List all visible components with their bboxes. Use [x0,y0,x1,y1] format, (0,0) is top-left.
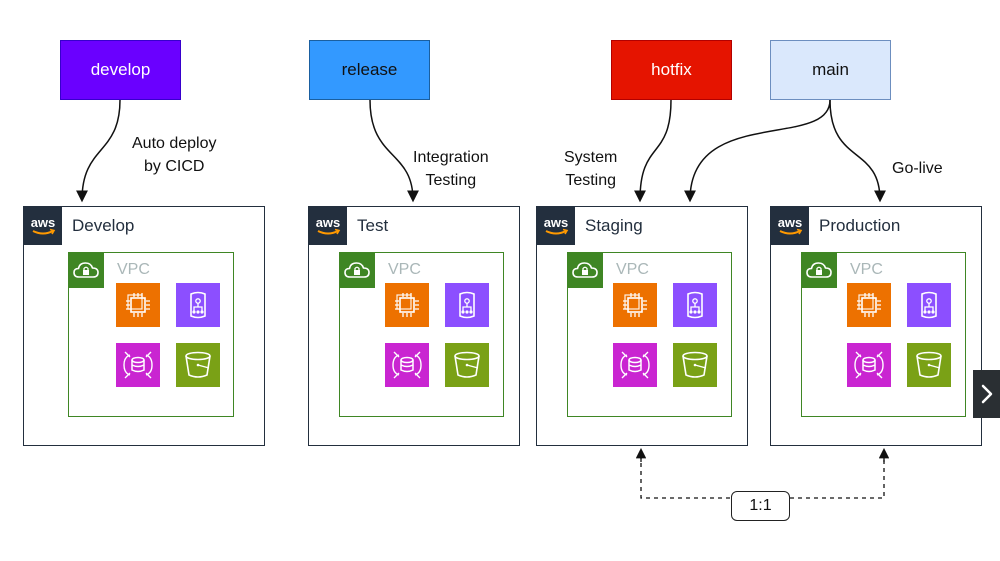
vpc-icon [567,252,603,288]
s3-bucket-icon [916,351,942,378]
ec2-icon [857,293,881,317]
load-balancer-icon [687,291,703,319]
aws-logo-icon: aws [537,207,575,245]
env-header: aws Develop [24,207,134,245]
rds-tile [385,343,429,387]
branch-main-label: main [812,60,849,79]
env-title: Production [819,216,901,235]
main-to-production-arrow [829,99,886,203]
load-balancer-tile [907,283,951,327]
s3-bucket-icon [682,351,708,378]
rds-tile [613,343,657,387]
vpc-icon [68,252,104,288]
aws-logo-icon: aws [771,207,809,245]
env-title: Staging [585,216,643,235]
branch-hotfix-label: hotfix [651,60,692,79]
branch-main: main [770,40,891,100]
s3-bucket-tile [907,343,951,387]
vpc-label: VPC [616,261,649,278]
s3-bucket-icon [454,351,480,378]
ec2-tile [385,283,429,327]
branch-develop: develop [60,40,181,100]
env-header: aws Production [771,207,900,245]
load-balancer-tile [445,283,489,327]
vpc-label: VPC [388,261,421,278]
env-title: Develop [72,216,135,235]
rds-icon [854,351,884,379]
rds-icon [620,351,650,379]
aws-logo-text: aws [31,215,56,230]
rds-tile [847,343,891,387]
ec2-tile [116,283,160,327]
vpc-label: VPC [850,261,883,278]
ec2-tile [613,283,657,327]
develop-to-develop-arrow [76,99,121,203]
parity-dashed-link [640,455,885,499]
hotfix-to-staging-arrow [634,99,672,203]
aws-logo-text: aws [778,215,803,230]
ec2-tile [847,283,891,327]
rds-icon [123,351,153,379]
load-balancer-icon [190,291,206,319]
env-header: aws Test [309,207,388,245]
chevron-right-icon [981,384,992,404]
vpc-icon [801,252,837,288]
vpc-group: VPC [567,252,732,417]
release-to-test-arrow [369,99,419,203]
load-balancer-tile [176,283,220,327]
vpc-label: VPC [117,261,150,278]
load-balancer-tile [673,283,717,327]
aws-logo-icon: aws [309,207,347,245]
ec2-icon [126,293,150,317]
rds-tile [116,343,160,387]
s3-bucket-tile [445,343,489,387]
aws-logo-text: aws [316,215,341,230]
env-header: aws Staging [537,207,643,245]
vpc-group: VPC [68,252,234,417]
aws-logo-icon: aws [24,207,62,245]
branch-develop-label: develop [90,60,151,79]
label-system-testing: System Testing [564,149,618,189]
aws-logo-text: aws [544,215,569,230]
label-integration-testing: Integration Testing [413,149,489,189]
ec2-icon [623,293,647,317]
vpc-icon [339,252,375,288]
load-balancer-icon [921,291,937,319]
env-title: Test [357,216,389,235]
label-go-live: Go-live [892,160,943,177]
s3-bucket-tile [176,343,220,387]
rds-icon [392,351,422,379]
s3-bucket-icon [185,351,211,378]
load-balancer-icon [459,291,475,319]
ec2-icon [395,293,419,317]
branch-release-label: release [341,60,398,79]
next-button[interactable] [973,370,1000,418]
vpc-group: VPC [801,252,966,417]
s3-bucket-tile [673,343,717,387]
main-to-staging-arrow [684,99,831,203]
branch-release: release [309,40,430,100]
parity-label: 1:1 [731,491,790,521]
label-auto-deploy: Auto deploy by CICD [132,135,217,175]
branch-hotfix: hotfix [611,40,732,100]
vpc-group: VPC [339,252,504,417]
